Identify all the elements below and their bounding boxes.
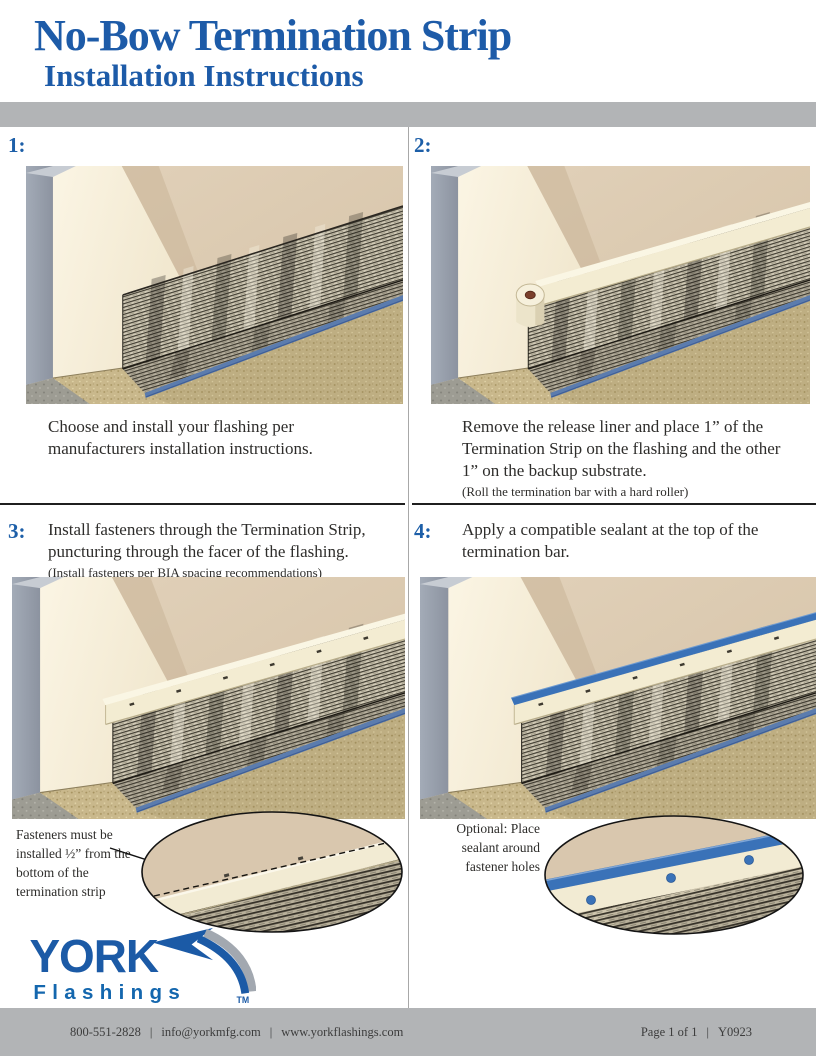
step3-note: (Install fasteners per BIA spacing recom… <box>48 565 322 581</box>
logo-brand-text: YORK <box>29 930 158 982</box>
step4-closeup-oval <box>544 815 804 935</box>
step3-callout: Fasteners must be installed ½” from the … <box>16 827 131 899</box>
row-divider-left <box>0 503 405 505</box>
header-divider-bar <box>0 102 816 127</box>
york-flashings-logo: YORK Flashings TM <box>29 927 256 1005</box>
step4-caption: Apply a compatible sealant at the top of… <box>462 520 759 562</box>
release-liner-roll <box>515 283 545 327</box>
column-divider <box>408 127 409 1008</box>
step1-illustration <box>26 166 403 404</box>
footer-email: info@yorkmfg.com <box>161 1025 261 1039</box>
step2-number: 2: <box>414 133 432 157</box>
row-divider-right <box>412 503 816 505</box>
step1-caption: Choose and install your flashing per man… <box>48 417 313 459</box>
logo-arrow-icon <box>152 927 214 961</box>
step3-closeup-oval <box>141 811 403 933</box>
footer-separator: | <box>706 1025 709 1039</box>
footer-bar <box>0 1008 816 1056</box>
page-subtitle: Installation Instructions <box>44 58 364 93</box>
step4-callout: Optional: Place sealant around fastener … <box>456 821 540 874</box>
step2-illustration <box>431 166 810 404</box>
step3-illustration <box>12 577 405 819</box>
step3-number: 3: <box>8 519 26 543</box>
footer-page-label: Page 1 of 1 <box>640 1025 698 1039</box>
footer-separator: | <box>269 1025 273 1039</box>
logo-trademark: TM <box>236 995 249 1005</box>
logo-swoosh-blue <box>196 935 250 994</box>
sealant-bead <box>511 612 816 706</box>
sealant-dots <box>586 855 754 905</box>
page-title: No-Bow Termination Strip <box>34 11 512 60</box>
step1-number: 1: <box>8 133 26 157</box>
footer-phone: 800-551-2828 <box>70 1025 141 1039</box>
footer-doc-code: Y0923 <box>717 1025 752 1039</box>
footer-contact: 800-551-2828 | info@yorkmfg.com | www.yorkfl… <box>70 1008 403 1056</box>
step4-illustration <box>420 577 816 819</box>
step2-note: (Roll the termination bar with a hard ro… <box>462 484 689 500</box>
footer-website: www.yorkflashings.com <box>281 1025 404 1039</box>
step4-number: 4: <box>414 519 432 543</box>
step3-caption: Install fasteners through the Terminatio… <box>48 520 366 562</box>
footer-separator: | <box>149 1025 153 1039</box>
footer-page-info: Page 1 of 1 | Y0923 <box>641 1008 752 1056</box>
logo-sub-brand-text: Flashings <box>33 981 186 1004</box>
step2-caption: Remove the release liner and place 1” of… <box>462 417 781 481</box>
logo-swoosh-gray <box>203 928 256 992</box>
